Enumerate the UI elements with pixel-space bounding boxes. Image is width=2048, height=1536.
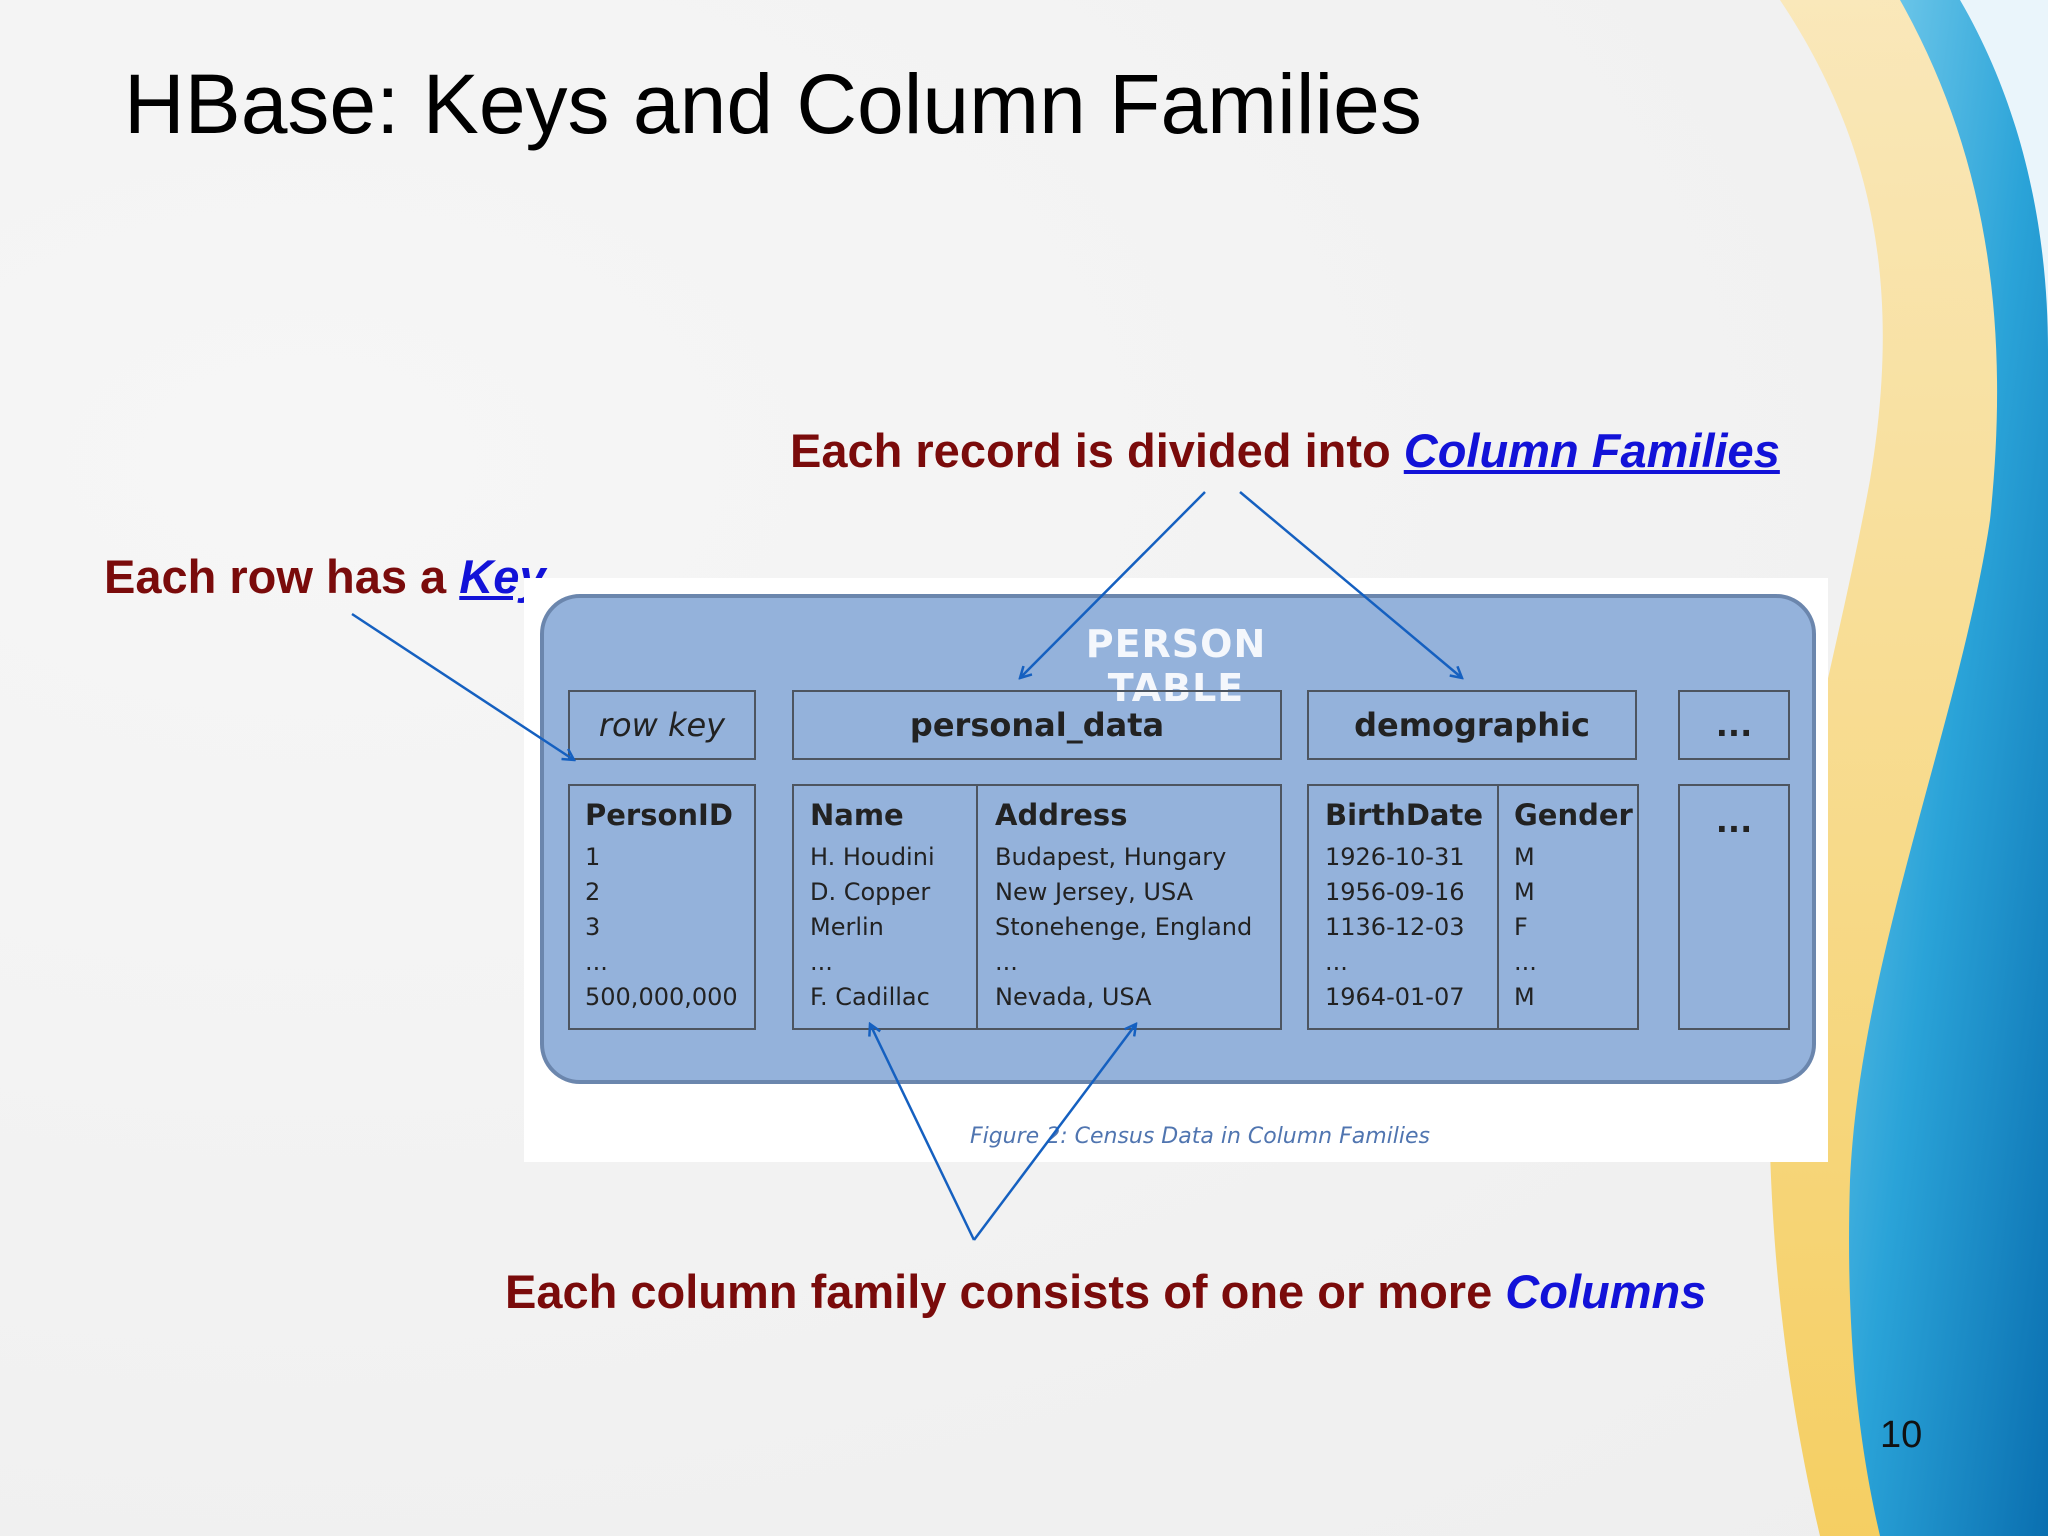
cell: 1926-10-31 [1325, 843, 1465, 871]
cell: ... [810, 948, 833, 976]
table-title: PERSON TABLE [1085, 622, 1267, 710]
callout-column-families: Each record is divided into Column Famil… [790, 427, 1780, 474]
cell: 1 [585, 843, 601, 871]
column-header: BirthDate [1325, 798, 1484, 832]
page-number: 10 [1880, 1414, 1923, 1456]
header-personal-data: personal_data [792, 690, 1282, 760]
column-address: Address Budapest, Hungary New Jersey, US… [995, 798, 1252, 1015]
column-header: Name [810, 798, 904, 832]
row-key-box [568, 784, 756, 1030]
arrow-to-address-column [973, 1024, 1136, 1241]
callout-row-key-text: Each row has a [104, 550, 460, 603]
person-table-diagram [540, 594, 1816, 1084]
arrow-to-demographic [1239, 491, 1462, 678]
cell: M [1514, 843, 1535, 871]
cell: ... [1514, 948, 1537, 976]
arrow-to-personal-data [1020, 491, 1206, 678]
header-demographic: demographic [1307, 690, 1637, 760]
cell: F. Cadillac [810, 983, 930, 1011]
header-row-key: row key [568, 690, 756, 760]
cell: 3 [585, 913, 601, 941]
cell: Nevada, USA [995, 983, 1152, 1011]
arrow-to-name-column [870, 1024, 976, 1241]
column-divider [1497, 784, 1499, 1030]
cell: 2 [585, 878, 601, 906]
callout-columns: Each column family consists of one or mo… [505, 1268, 1706, 1315]
cell: Budapest, Hungary [995, 843, 1227, 871]
column-gender: Gender M M F ... M [1514, 798, 1633, 1015]
cell: D. Copper [810, 878, 931, 906]
arrow-to-row-key [351, 612, 574, 760]
callout-columns-text: Each column family consists of one or mo… [505, 1265, 1506, 1318]
cell: M [1514, 983, 1535, 1011]
column-divider [976, 784, 978, 1030]
cell: M [1514, 878, 1535, 906]
slide-title: HBase: Keys and Column Families [124, 57, 1422, 151]
cell: ... [1325, 948, 1348, 976]
cell: ... [995, 948, 1018, 976]
callout-column-families-highlight: Column Families [1403, 424, 1780, 477]
callout-column-families-text: Each record is divided into [790, 424, 1404, 477]
column-header: PersonID [585, 798, 733, 832]
cell: 500,000,000 [585, 983, 738, 1011]
callout-columns-highlight: Columns [1505, 1265, 1707, 1318]
cell: New Jersey, USA [995, 878, 1194, 906]
header-more: ... [1678, 690, 1790, 760]
cell: Stonehenge, England [995, 913, 1253, 941]
cell: 1956-09-16 [1325, 878, 1465, 906]
cell: F [1514, 913, 1528, 941]
column-header: Address [995, 798, 1128, 832]
column-birthdate: BirthDate 1926-10-31 1956-09-16 1136-12-… [1325, 798, 1483, 1015]
cell: Merlin [810, 913, 884, 941]
personal-data-box [792, 784, 1282, 1030]
more-box: ... [1678, 784, 1790, 1030]
column-header: Gender [1514, 798, 1633, 832]
cell: H. Houdini [810, 843, 935, 871]
cell: 1136-12-03 [1325, 913, 1465, 941]
column-personid: PersonID 1 2 3 ... 500,000,000 [585, 798, 738, 1015]
cell: 1964-01-07 [1325, 983, 1465, 1011]
demographic-box [1307, 784, 1639, 1030]
cell: ... [585, 948, 608, 976]
callout-row-key: Each row has a Key [104, 553, 546, 600]
column-name: Name H. Houdini D. Copper Merlin ... F. … [810, 798, 935, 1015]
